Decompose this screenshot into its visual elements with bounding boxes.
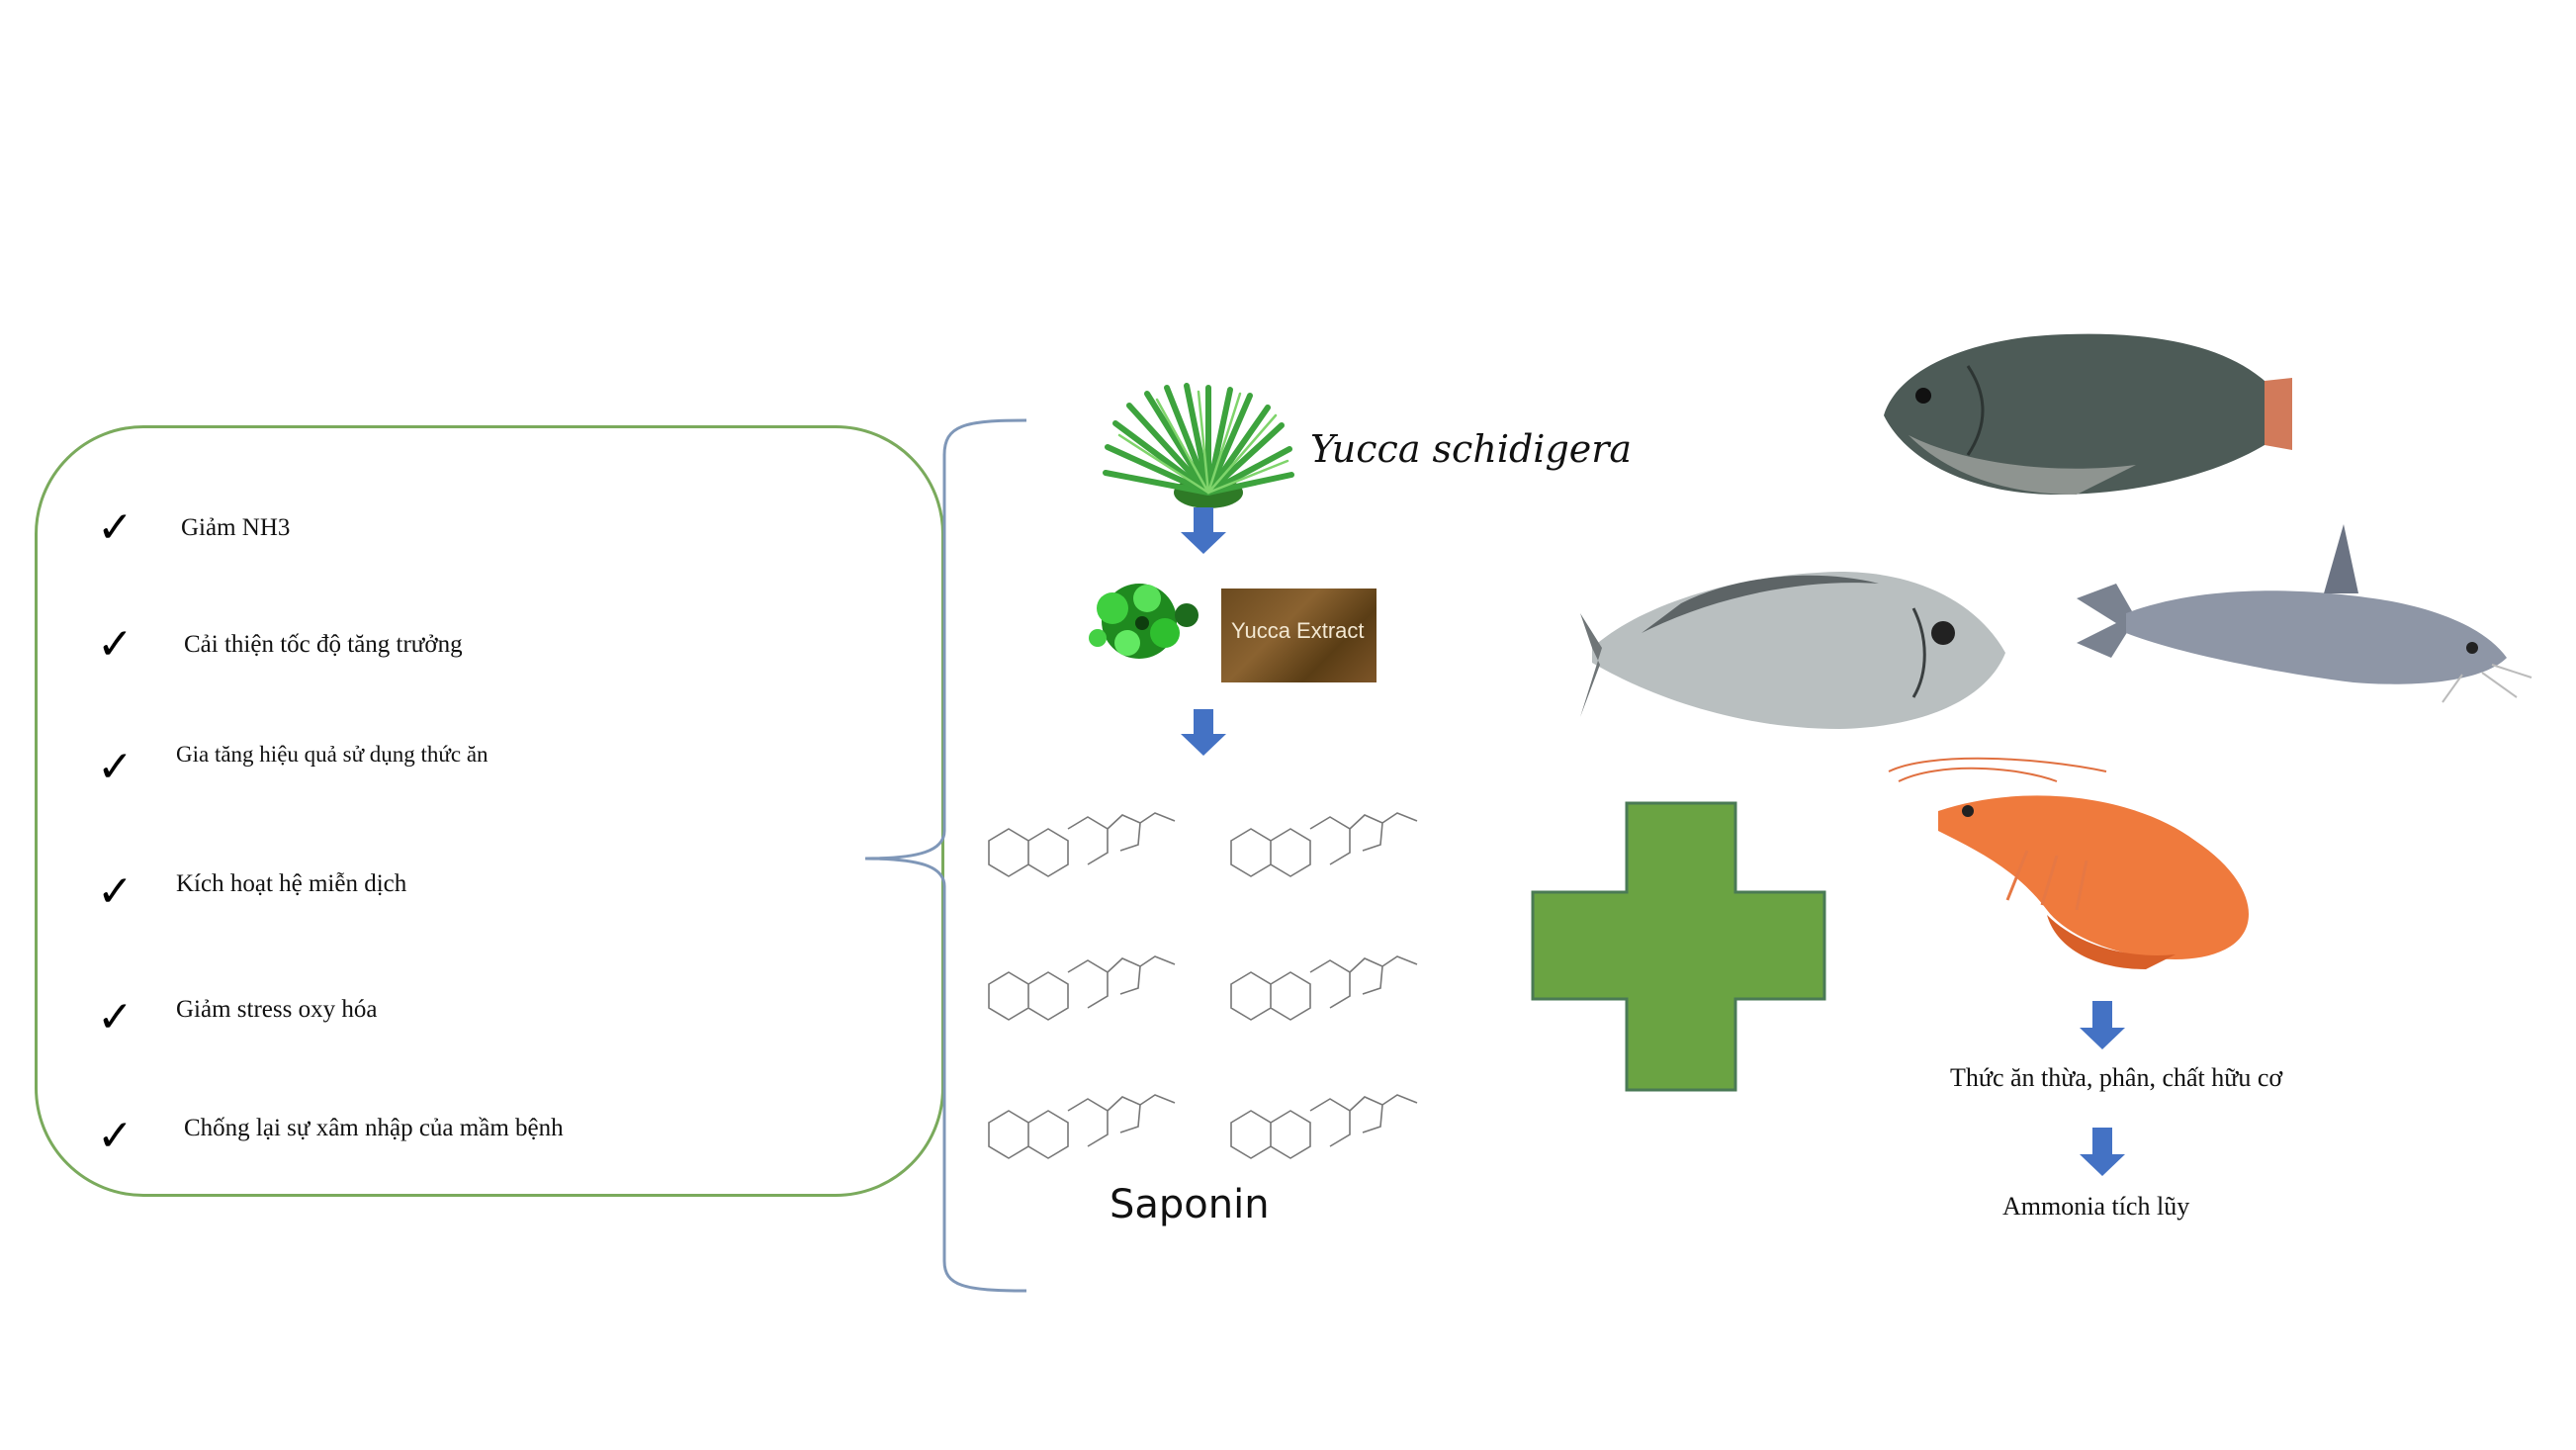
- yucca-extract-image: Yucca Extract: [1221, 589, 1377, 682]
- checkmark-icon: ✓: [97, 866, 133, 917]
- extract-label: Yucca Extract: [1231, 618, 1365, 643]
- benefit-item: ✓ Gia tăng hiệu quả sử dụng thức ăn: [97, 742, 489, 792]
- checkmark-icon: ✓: [97, 619, 133, 670]
- benefit-text: Chống lại sự xâm nhập của mầm bệnh: [184, 1115, 564, 1141]
- catfish-icon: [2077, 524, 2532, 703]
- sea-bream-icon: [1580, 572, 2005, 729]
- down-arrow-icon: [1181, 709, 1226, 756]
- benefit-item: ✓ Giảm NH3: [97, 502, 290, 553]
- down-arrow-icon: [2080, 1001, 2125, 1049]
- benefit-text: Cải thiện tốc độ tăng trưởng: [184, 630, 463, 658]
- flow-step-ammonia: Ammonia tích lũy: [2002, 1192, 2190, 1221]
- checkmark-icon: ✓: [97, 502, 133, 553]
- down-arrow-icon: [2080, 1128, 2125, 1176]
- saponin-label: Saponin: [1110, 1182, 1270, 1227]
- checkmark-icon: ✓: [97, 742, 133, 792]
- benefit-text: Gia tăng hiệu quả sử dụng thức ăn: [176, 742, 489, 767]
- saponin-structures-icon: [988, 812, 1418, 1159]
- checkmark-icon: ✓: [97, 1111, 133, 1161]
- plus-icon: [1531, 801, 1826, 1092]
- plant-name: Yucca schidigera: [1310, 427, 1633, 471]
- flow-arrows: [1181, 507, 2125, 1176]
- benefit-text: Giảm NH3: [181, 513, 291, 541]
- checkmark-icon: ✓: [97, 992, 133, 1042]
- flow-step-waste: Thức ăn thừa, phân, chất hữu cơ: [1950, 1063, 2283, 1092]
- shrimp-icon: [1888, 757, 2249, 969]
- benefit-item: ✓ Kích hoạt hệ miễn dịch: [97, 866, 406, 917]
- benefit-text: Giảm stress oxy hóa: [176, 996, 378, 1023]
- benefit-item: ✓ Chống lại sự xâm nhập của mầm bệnh: [97, 1111, 564, 1161]
- tilapia-icon: [1884, 333, 2292, 495]
- yucca-plant-icon: [1103, 383, 1294, 508]
- benefit-text: Kích hoạt hệ miễn dịch: [176, 870, 407, 897]
- down-arrow-icon: [1181, 507, 1226, 554]
- curly-brace-icon: [864, 418, 1027, 1293]
- benefit-item: ✓ Cải thiện tốc độ tăng trưởng: [97, 619, 463, 670]
- yucca-powder-icon: [1089, 584, 1199, 659]
- benefit-item: ✓ Giảm stress oxy hóa: [97, 992, 377, 1042]
- benefits-box: ✓ Giảm NH3 ✓ Cải thiện tốc độ tăng trưởn…: [35, 425, 944, 1197]
